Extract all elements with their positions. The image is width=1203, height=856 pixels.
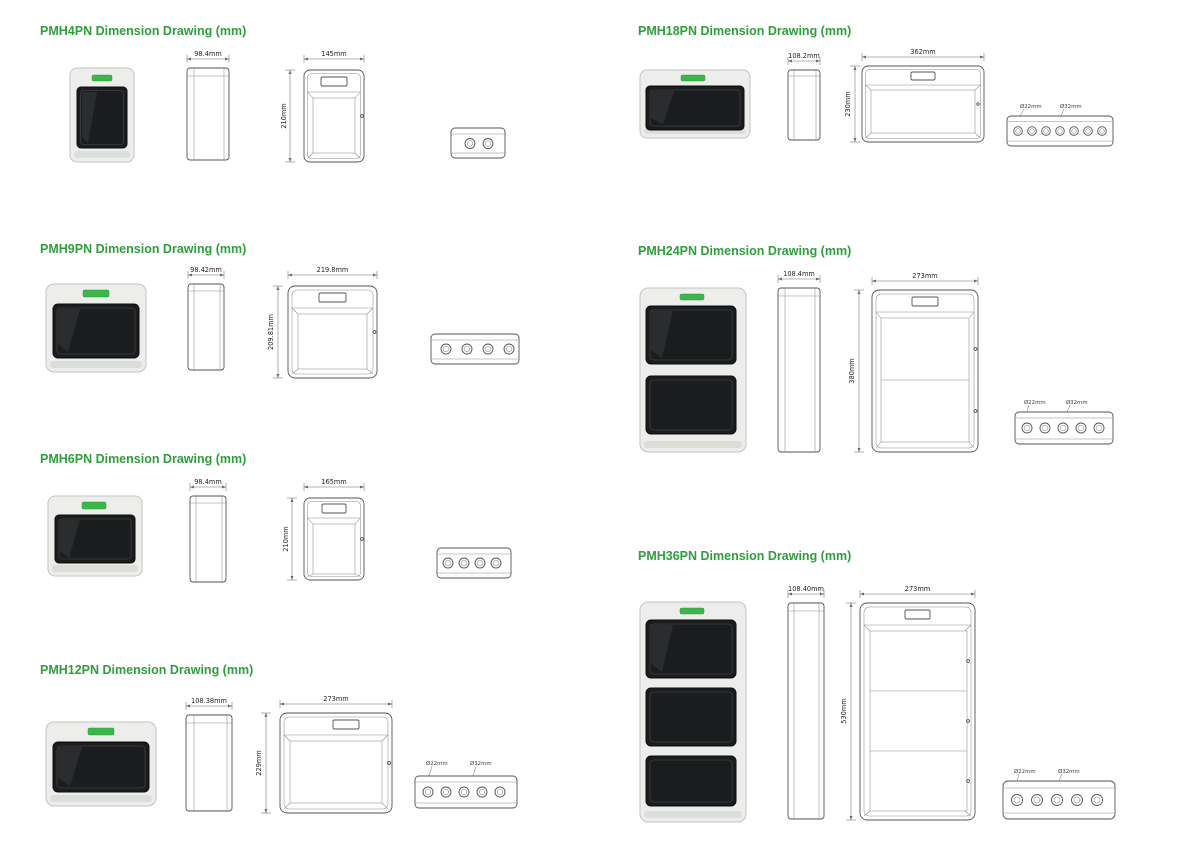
pmh24pn-side-view: 108.4mm <box>777 270 821 453</box>
pmh24pn-width-label: 273mm <box>912 272 937 280</box>
pmh12pn-front-view: 273mm 229mm <box>255 695 393 814</box>
pmh9pn-height-label: 209.81mm <box>267 314 275 350</box>
pmh36pn-depth-label: 108.40mm <box>788 585 824 593</box>
pmh12pn-knockout-large-label: Ø32mm <box>470 760 492 767</box>
pmh18pn-knockout-large-label: Ø32mm <box>1060 103 1082 110</box>
pmh18pn-width-label: 362mm <box>910 48 935 56</box>
pmh9pn-depth-label: 98.42mm <box>190 266 222 274</box>
pmh12pn-width-label: 273mm <box>323 695 348 703</box>
pmh36pn-brand-label <box>679 607 705 615</box>
pmh4pn-title: PMH4PN Dimension Drawing (mm) <box>40 24 247 38</box>
pmh36pn-title: PMH36PN Dimension Drawing (mm) <box>638 549 852 563</box>
pmh18pn-knockout-small-label: Ø22mm <box>1020 103 1042 110</box>
pmh4pn-front-view: 145mm 210mm <box>280 50 365 163</box>
section-pmh18pn: PMH18PN Dimension Drawing (mm) 108.2mm <box>638 24 1168 234</box>
pmh36pn-height-label: 530mm <box>840 698 848 723</box>
pmh18pn-title: PMH18PN Dimension Drawing (mm) <box>638 24 852 38</box>
pmh36pn-knockout-large-label: Ø32mm <box>1058 768 1080 775</box>
pmh36pn-bottom-view: Ø22mm Ø32mm <box>1002 768 1116 820</box>
pmh4pn-brand-label <box>91 74 113 82</box>
pmh12pn-knockout-small-label: Ø22mm <box>426 760 448 767</box>
pmh9pn-width-label: 219.8mm <box>317 266 349 274</box>
pmh36pn-knockout-small-label: Ø22mm <box>1014 768 1036 775</box>
pmh6pn-depth-label: 98.4mm <box>194 478 222 486</box>
pmh6pn-brand-label <box>81 501 107 510</box>
pmh24pn-height-label: 380mm <box>848 358 856 383</box>
pmh24pn-product-photo <box>639 287 747 453</box>
pmh24pn-depth-label: 108.4mm <box>783 270 815 278</box>
pmh9pn-title: PMH9PN Dimension Drawing (mm) <box>40 242 247 256</box>
pmh12pn-product-photo <box>45 721 157 807</box>
pmh6pn-front-view: 165mm 210mm <box>282 478 365 581</box>
pmh12pn-height-label: 229mm <box>255 750 263 775</box>
pmh36pn-width-label: 273mm <box>905 585 930 593</box>
pmh12pn-side-view: 108.38mm <box>185 697 233 812</box>
pmh4pn-side-view: 98.4mm <box>186 50 230 161</box>
pmh4pn-bottom-view <box>450 127 506 159</box>
pmh24pn-knockout-small-label: Ø22mm <box>1024 399 1046 406</box>
pmh12pn-brand-label <box>87 727 115 736</box>
pmh24pn-brand-label <box>679 293 705 301</box>
section-pmh4pn: PMH4PN Dimension Drawing (mm) 98.4mm <box>40 24 540 224</box>
section-pmh24pn: PMH24PN Dimension Drawing (mm) 108.4mm <box>638 244 1168 544</box>
pmh18pn-product-photo <box>639 69 751 139</box>
pmh18pn-height-label: 230mm <box>844 91 852 116</box>
pmh4pn-width-label: 145mm <box>321 50 346 58</box>
pmh9pn-bottom-view <box>430 333 520 365</box>
pmh9pn-side-view: 98.42mm <box>187 266 225 371</box>
pmh24pn-title: PMH24PN Dimension Drawing (mm) <box>638 244 852 258</box>
pmh12pn-bottom-view: Ø22mm Ø32mm <box>414 760 518 809</box>
pmh18pn-bottom-view: Ø22mm Ø32mm <box>1006 103 1114 147</box>
pmh36pn-side-view: 108.40mm <box>787 585 825 820</box>
pmh36pn-front-view: 273mm 530mm <box>840 585 976 821</box>
section-pmh6pn: PMH6PN Dimension Drawing (mm) 98.4mm <box>40 452 540 652</box>
pmh18pn-front-view: 362mm 230mm <box>844 48 985 143</box>
pmh6pn-product-photo <box>47 495 143 577</box>
pmh12pn-depth-label: 108.38mm <box>191 697 227 705</box>
pmh6pn-title: PMH6PN Dimension Drawing (mm) <box>40 452 247 466</box>
pmh12pn-title: PMH12PN Dimension Drawing (mm) <box>40 663 254 677</box>
pmh24pn-knockout-large-label: Ø32mm <box>1066 399 1088 406</box>
pmh36pn-product-photo <box>639 601 747 823</box>
pmh6pn-side-view: 98.4mm <box>189 478 227 583</box>
section-pmh12pn: PMH12PN Dimension Drawing (mm) 108.38mm <box>40 663 540 856</box>
pmh9pn-front-view: 219.8mm 209.81mm <box>267 266 378 379</box>
pmh18pn-depth-label: 108.2mm <box>788 52 820 60</box>
section-pmh9pn: PMH9PN Dimension Drawing (mm) 98.42mm <box>40 242 540 442</box>
pmh6pn-width-label: 165mm <box>321 478 346 486</box>
pmh18pn-brand-label <box>680 74 706 82</box>
pmh6pn-bottom-view <box>436 547 512 579</box>
pmh4pn-height-label: 210mm <box>280 103 288 128</box>
pmh24pn-front-view: 273mm 380mm <box>848 272 979 453</box>
pmh9pn-brand-label <box>82 289 110 298</box>
pmh18pn-side-view: 108.2mm <box>787 52 821 141</box>
pmh4pn-product-photo <box>69 67 135 163</box>
pmh24pn-bottom-view: Ø22mm Ø32mm <box>1014 399 1114 445</box>
pmh6pn-height-label: 210mm <box>282 526 290 551</box>
pmh4pn-depth-label: 98.4mm <box>194 50 222 58</box>
pmh9pn-product-photo <box>45 283 147 373</box>
section-pmh36pn: PMH36PN Dimension Drawing (mm) 108.40mm <box>638 549 1168 849</box>
